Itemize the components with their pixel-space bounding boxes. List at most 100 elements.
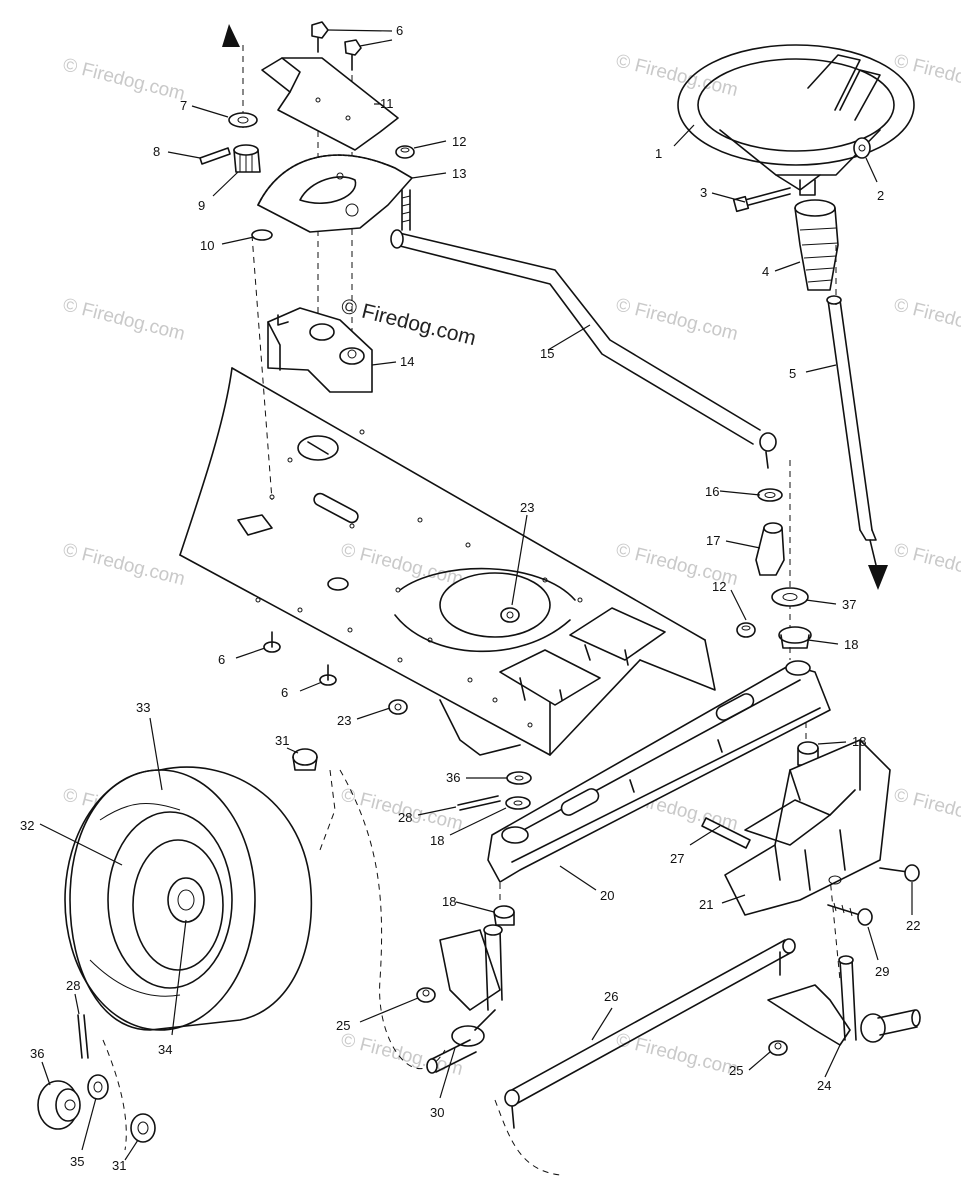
- callouts: 1 2 3 4 5 6 7 8 9 10 11 12 13 14 15 16 1…: [20, 23, 920, 1173]
- callout-4: 4: [762, 264, 769, 279]
- callout-13: 13: [452, 166, 466, 181]
- screw-side-2: [319, 664, 337, 686]
- spindle-right: [767, 955, 921, 1046]
- cotter-pin-mid: [457, 795, 501, 811]
- bushing-top: [778, 626, 812, 649]
- bolt-29: [827, 902, 873, 926]
- callout-34: 34: [158, 1042, 172, 1057]
- watermark: © Firedog.com: [614, 1029, 740, 1080]
- nut-25-left: [416, 987, 436, 1003]
- callout-18b: 18: [852, 734, 866, 749]
- callout-2: 2: [877, 188, 884, 203]
- callout-17: 17: [706, 533, 720, 548]
- nut-23-side: [388, 699, 408, 715]
- bolt-22: [879, 864, 920, 882]
- direction-arrow-up: [222, 24, 240, 47]
- steering-bolt: [732, 187, 791, 213]
- steering-shaft: [826, 295, 888, 590]
- hub-cap-top: [292, 748, 318, 771]
- callout-14: 14: [400, 354, 414, 369]
- bushing-mid: [505, 796, 531, 810]
- hub-cap-low: [130, 1113, 156, 1143]
- callout-11: 11: [380, 96, 394, 111]
- callout-10: 10: [200, 238, 214, 253]
- callout-16: 16: [705, 484, 719, 499]
- washer: [228, 112, 258, 128]
- watermark: © Firedog.com: [892, 784, 961, 835]
- callout-29: 29: [875, 964, 889, 979]
- bearing-36-mid: [506, 771, 532, 785]
- callout-8: 8: [153, 144, 160, 159]
- callout-24: 24: [817, 1078, 831, 1093]
- callout-36a: 36: [446, 770, 460, 785]
- axle-bracket: [724, 739, 891, 916]
- watermark: © Firedog.com: [61, 539, 187, 590]
- spindle-left: [426, 924, 503, 1074]
- sector-bolt: [401, 189, 411, 231]
- callout-27: 27: [670, 851, 684, 866]
- pin: [199, 147, 231, 165]
- callout-12b: 12: [712, 579, 726, 594]
- steering-wheel-nut: [853, 137, 871, 159]
- callout-36b: 36: [30, 1046, 44, 1061]
- bushing-low: [493, 905, 515, 926]
- retaining-ring: [251, 229, 273, 241]
- watermark: © Firedog.com: [61, 54, 187, 105]
- ball-joint: [755, 522, 785, 576]
- leader-lines: [39, 29, 913, 1161]
- callout-12: 12: [452, 134, 466, 149]
- watermark: © Firedog.com: [339, 539, 465, 590]
- locknut-mid: [736, 622, 756, 638]
- callout-21: 21: [699, 897, 713, 912]
- drag-link: [390, 229, 777, 469]
- washer-35: [87, 1074, 109, 1100]
- spacer: [771, 587, 809, 607]
- screw-side-1: [263, 631, 281, 653]
- callout-20: 20: [600, 888, 614, 903]
- callout-37: 37: [842, 597, 856, 612]
- watermark: © Firedog.com: [614, 294, 740, 345]
- callout-6: 6: [396, 23, 403, 38]
- screw-top: [311, 21, 362, 71]
- callout-18d: 18: [442, 894, 456, 909]
- callout-18a: 18: [844, 637, 858, 652]
- callout-22: 22: [906, 918, 920, 933]
- callout-33: 33: [136, 700, 150, 715]
- callout-23a: 23: [520, 500, 534, 515]
- steering-boot: [794, 199, 839, 291]
- callout-7: 7: [180, 98, 187, 113]
- frame: [179, 367, 716, 756]
- callout-15: 15: [540, 346, 554, 361]
- watermark: © Firedog.com: [339, 1029, 465, 1080]
- bearing-36-low: [37, 1080, 81, 1130]
- steering-bracket: [267, 307, 373, 393]
- callout-31b: 31: [112, 1158, 126, 1173]
- callout-30: 30: [430, 1105, 444, 1120]
- callout-6b: 6: [218, 652, 225, 667]
- callout-9: 9: [198, 198, 205, 213]
- nut-23-frame: [500, 607, 520, 623]
- locknut-top: [395, 145, 415, 159]
- wheel-tire: [64, 766, 313, 1031]
- callout-31a: 31: [275, 733, 289, 748]
- cotter-pin-low: [77, 1014, 89, 1059]
- steering-wheel: [677, 44, 915, 196]
- watermark: © Firedog.com: [61, 294, 187, 345]
- front-axle: [487, 660, 831, 883]
- watermark: © Firedog.com: [892, 539, 961, 590]
- pinion-gear: [233, 144, 261, 173]
- washer-16: [757, 488, 783, 502]
- sector-gear: [257, 154, 413, 233]
- callout-5: 5: [789, 366, 796, 381]
- watermark: © Firedog.com: [892, 50, 961, 101]
- nut-25-right: [768, 1040, 788, 1056]
- tie-rod: [504, 938, 796, 1129]
- callout-23b: 23: [337, 713, 351, 728]
- callout-1: 1: [655, 146, 662, 161]
- callout-3: 3: [700, 185, 707, 200]
- watermark: © Firedog.com: [892, 294, 961, 345]
- pivot-pin: [701, 817, 751, 849]
- callout-28a: 28: [398, 810, 412, 825]
- callout-6c: 6: [281, 685, 288, 700]
- callout-28b: 28: [66, 978, 80, 993]
